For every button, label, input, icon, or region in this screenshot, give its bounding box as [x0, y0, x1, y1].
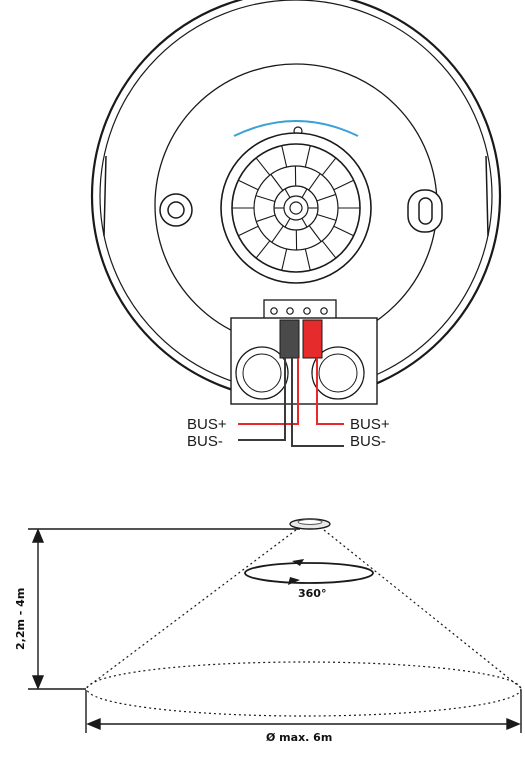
lens-spoke-outer — [281, 145, 288, 168]
terminal-bus-plus — [302, 319, 323, 359]
pir-sensor-side-icon — [289, 518, 331, 530]
wire-bus-minus-left — [238, 358, 286, 441]
lens-spoke-inner — [308, 173, 321, 191]
connector-housing — [230, 317, 378, 405]
rim-notch-left — [103, 155, 107, 237]
lens-spoke-core — [301, 188, 308, 198]
label-rotation: 360° — [298, 587, 326, 600]
lens-center — [289, 201, 303, 215]
label-bus-minus-left: BUS- — [187, 433, 223, 450]
lens-spoke-inner — [270, 174, 284, 191]
mounting-hole-right — [407, 189, 443, 233]
lens-spoke-outer — [304, 145, 311, 168]
lens-spoke-inner — [308, 225, 322, 242]
lens-spoke-outer — [281, 248, 288, 271]
detection-cone — [85, 529, 522, 717]
label-diameter: Ø max. 6m — [266, 731, 332, 744]
lens-spoke-core — [284, 218, 291, 228]
lens-spoke-outer — [238, 179, 259, 191]
lens-spoke-outer — [333, 179, 354, 191]
lens-segment-lines — [232, 145, 360, 271]
lens-spoke-inner — [256, 214, 276, 223]
lens-spoke-inner — [255, 195, 276, 203]
lens-spoke-inner — [316, 213, 337, 221]
lens-spoke-core — [301, 218, 308, 228]
pir-sensor-top-icon: BUS+ BUS- BUS+ BUS- — [90, 0, 502, 450]
lens-spoke-outer — [304, 248, 311, 271]
wire-bus-minus-right — [291, 358, 344, 447]
height-dimension — [28, 528, 300, 690]
rotation-arrow-icon — [244, 559, 374, 585]
lens-spoke-outer — [321, 157, 337, 176]
label-bus-plus-right: BUS+ — [350, 416, 390, 433]
detection-diagram: 360° 2,2m - 4m Ø max. 6m — [14, 518, 522, 744]
led-indicator-arc — [233, 120, 359, 137]
wires — [238, 358, 344, 447]
label-height-range: 2,2m - 4m — [14, 588, 27, 650]
diameter-dimension — [85, 690, 522, 733]
lens-spoke-outer — [255, 240, 271, 259]
label-bus-minus-right: BUS- — [350, 433, 386, 450]
mounting-hole-left — [159, 193, 193, 227]
terminal-bus-minus — [279, 319, 300, 359]
rim-notch-right — [485, 155, 489, 237]
lens-spoke-outer — [321, 240, 337, 259]
lens-spoke-outer — [238, 225, 259, 237]
lens-spoke-outer — [255, 157, 271, 176]
lens-spoke-inner — [316, 193, 336, 202]
lens-spoke-outer — [333, 225, 354, 237]
lens-spoke-core — [284, 188, 291, 198]
lens-spoke-inner — [271, 225, 284, 243]
wire-bus-plus-left — [238, 358, 299, 425]
wire-bus-plus-right — [316, 358, 344, 425]
terminal-block — [263, 299, 337, 323]
label-bus-plus-left: BUS+ — [187, 416, 227, 433]
